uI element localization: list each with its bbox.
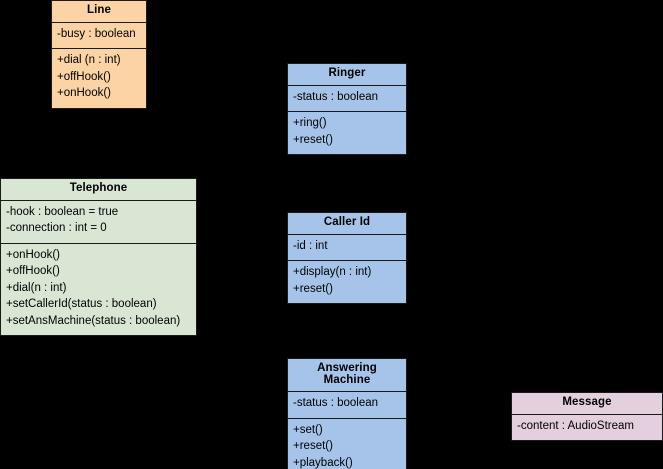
uml-operation: +playback() xyxy=(293,456,353,469)
uml-operations-answering-machine: +set() +reset() +playback() +record() xyxy=(288,417,406,469)
uml-class-name-message: Message xyxy=(562,396,612,408)
uml-operation: +ring() xyxy=(293,117,327,129)
uml-attributes-ringer: -status : boolean xyxy=(288,84,406,112)
uml-operation: +reset() xyxy=(293,282,333,295)
uml-class-caller-id[interactable]: Caller Id -id : int +display(n : int) +r… xyxy=(287,212,407,304)
uml-operation: +offHook() xyxy=(57,70,111,83)
uml-operations-ringer: +ring() +reset() xyxy=(288,111,406,154)
uml-attribute: -status : boolean xyxy=(293,90,379,103)
uml-operation: +dial (n : int) xyxy=(57,54,121,66)
uml-operation: +setAnsMachine(status : boolean) xyxy=(6,314,181,327)
uml-class-name-answering-machine: Answering Machine xyxy=(317,362,377,386)
uml-attribute: -content : AudioStream xyxy=(517,419,634,432)
uml-attribute: -busy : boolean xyxy=(57,27,136,40)
uml-operation: +dial(n : int) xyxy=(6,281,67,294)
uml-class-line[interactable]: Line -busy : boolean +dial (n : int) +of… xyxy=(51,0,147,109)
uml-attributes-caller-id: -id : int xyxy=(288,233,406,261)
uml-attribute: -id : int xyxy=(293,239,328,252)
uml-attribute: -connection : int = 0 xyxy=(6,222,107,234)
uml-operation: +reset() xyxy=(293,133,333,146)
uml-class-name-telephone: Telephone xyxy=(69,182,128,194)
uml-class-message[interactable]: Message -content : AudioStream xyxy=(511,392,663,441)
uml-operations-caller-id: +display(n : int) +reset() xyxy=(288,260,406,303)
uml-operations-telephone: +onHook() +offHook() +dial(n : int) +set… xyxy=(1,242,196,336)
uml-attributes-telephone: -hook : boolean = true -connection : int… xyxy=(1,199,196,243)
uml-operation: +reset() xyxy=(293,440,333,452)
uml-class-name-line: Line xyxy=(86,4,112,16)
uml-operations-line: +dial (n : int) +offHook() +onHook() xyxy=(52,48,146,108)
uml-attributes-answering-machine: -status : boolean xyxy=(288,391,406,418)
uml-class-name-ringer: Ringer xyxy=(328,67,366,79)
uml-attribute: -status : boolean xyxy=(293,397,379,409)
uml-operation: +onHook() xyxy=(6,248,61,261)
uml-operation: +onHook() xyxy=(57,87,112,99)
uml-class-ringer[interactable]: Ringer -status : boolean +ring() +reset(… xyxy=(287,63,407,155)
uml-attributes-message: -content : AudioStream xyxy=(512,413,662,441)
uml-class-name-caller-id: Caller Id xyxy=(323,216,371,228)
uml-attribute: -hook : boolean = true xyxy=(6,205,119,218)
uml-operation: +setCallerId(status : boolean) xyxy=(6,298,157,310)
uml-operation: +offHook() xyxy=(6,265,60,277)
uml-operation: +set() xyxy=(293,423,323,436)
uml-class-telephone[interactable]: Telephone -hook : boolean = true -connec… xyxy=(0,178,197,336)
uml-class-answering-machine[interactable]: Answering Machine -status : boolean +set… xyxy=(287,358,407,469)
uml-attributes-line: -busy : boolean xyxy=(52,21,146,49)
uml-operation: +display(n : int) xyxy=(293,266,372,278)
